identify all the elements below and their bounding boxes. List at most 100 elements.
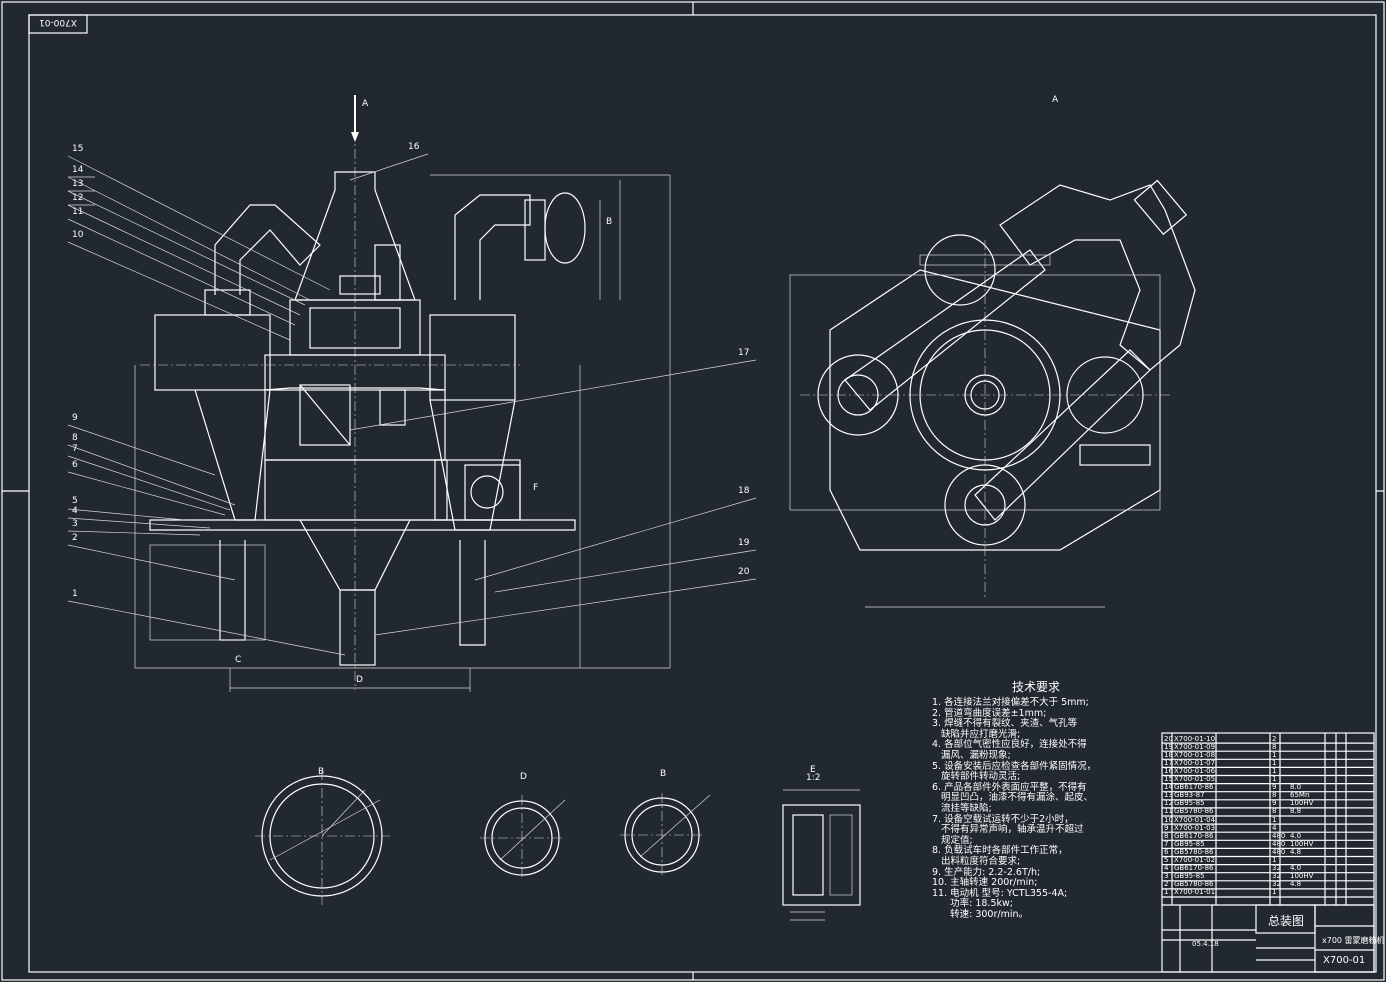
parts-cell-spec: 8.8 [1290, 807, 1302, 816]
section-b2-label: B [660, 769, 666, 779]
view-arrow-a-label: A [362, 99, 369, 109]
tech-requirement-line: 流挂等缺陷; [932, 802, 992, 814]
parts-cell-qty: 1 [1272, 775, 1277, 783]
callout-6: 6 [72, 460, 78, 470]
tech-requirement-line: 转速: 300r/min。 [932, 908, 1028, 920]
parts-cell-no: 3 [1164, 872, 1169, 881]
parts-cell-no: 2 [1164, 880, 1169, 889]
tech-requirement-line: 规定值; [932, 834, 973, 846]
parts-cell-code: X700-01-08 [1174, 750, 1216, 759]
parts-cell-spec: 8.0 [1290, 783, 1302, 792]
callout-2: 2 [72, 533, 78, 543]
parts-cell-no: 20 [1164, 734, 1173, 743]
parts-cell-code: X700-01-02 [1174, 856, 1216, 864]
parts-cell-no: 12 [1164, 799, 1173, 808]
parts-cell-spec: 100HV [1290, 839, 1314, 848]
parts-cell-code: X700-01-01 [1174, 888, 1216, 897]
tech-requirement-line: 6. 产品各部件外表面应平整，不得有 [932, 781, 1087, 793]
callout-12: 12 [72, 193, 84, 203]
parts-cell-no: 13 [1164, 791, 1173, 800]
parts-cell-no: 11 [1164, 807, 1173, 816]
parts-cell-no: 5 [1164, 856, 1169, 864]
parts-cell-code: GB5780-86 [1174, 807, 1214, 816]
parts-cell-no: 9 [1164, 823, 1169, 832]
tech-requirement-line: 出料粒度符合要求; [932, 855, 1021, 867]
callout-10: 10 [72, 230, 84, 240]
view-arrow-d-label: D [356, 675, 363, 685]
parts-cell-code: X700-01-07 [1174, 758, 1216, 767]
parts-cell-qty: 8 [1272, 742, 1277, 751]
parts-cell-qty: 2 [1272, 734, 1277, 743]
callout-18: 18 [738, 486, 750, 496]
tech-requirement-line: 漏风、漏粉现象; [932, 749, 1011, 761]
parts-cell-code: X700-01-03 [1174, 823, 1216, 832]
tech-requirement-line: 1. 各连接法兰对接偏差不大于 5mm; [932, 697, 1089, 708]
parts-cell-code: X700-01-05 [1174, 775, 1216, 783]
tech-requirement-line: 10. 主轴转速 200r/min; [932, 877, 1038, 889]
drawing-number: X700-01 [1323, 955, 1366, 966]
corner-code: X700-01 [39, 17, 77, 27]
parts-cell-qty: 9 [1272, 799, 1277, 808]
parts-cell-spec: 4.8 [1290, 847, 1302, 856]
parts-cell-qty: 4 [1272, 823, 1277, 832]
tech-requirement-line: 3. 焊缝不得有裂纹、夹渣、气孔等 [932, 718, 1078, 730]
tech-requirement-line: 5. 设备安装后应检查各部件紧固情况， [932, 760, 1097, 772]
parts-cell-no: 8 [1164, 831, 1169, 840]
callout-11: 11 [72, 207, 84, 217]
parts-cell-no: 1 [1164, 888, 1169, 897]
section-b1-label: B [318, 767, 324, 777]
section-details: B D B E 1:2 [255, 765, 861, 921]
parts-cell-no: 16 [1164, 766, 1173, 775]
section-e-label: E [810, 765, 816, 775]
tech-requirements-title: 技术要求 [1012, 680, 1061, 694]
drawing-title: 总装图 [1268, 914, 1305, 928]
parts-cell-spec: 100HV [1290, 872, 1314, 881]
tech-requirement-line: 11. 电动机 型号: YCTL355-4A; [932, 887, 1068, 899]
view-a-label: A [1052, 95, 1059, 105]
callout-5: 5 [72, 496, 78, 506]
parts-cell-no: 15 [1164, 775, 1173, 783]
parts-cell-code: GB5780-86 [1174, 880, 1214, 889]
parts-cell-qty: 1 [1272, 766, 1277, 775]
callout-19: 19 [738, 538, 750, 548]
parts-cell-no: 18 [1164, 750, 1173, 759]
callout-3: 3 [72, 519, 78, 529]
callout-15: 15 [72, 144, 84, 154]
parts-cell-code: GB6170-86 [1174, 864, 1214, 873]
parts-cell-code: GB95-85 [1174, 799, 1205, 808]
parts-cell-code: GB5780-86 [1174, 847, 1214, 856]
parts-cell-qty: 1 [1272, 815, 1277, 824]
tech-requirement-line: 明显凹凸，油漆不得有漏涂、起皮、 [932, 792, 1094, 804]
parts-cell-qty: 8 [1272, 807, 1277, 816]
parts-cell-no: 10 [1164, 815, 1173, 824]
view-arrow-b-label: B [606, 217, 612, 227]
parts-cell-qty: 8 [1272, 791, 1277, 800]
parts-cell-spec: 4.0 [1290, 831, 1302, 840]
parts-cell-code: X700-01-09 [1174, 742, 1216, 751]
parts-cell-qty: 32 [1272, 864, 1281, 873]
parts-cell-no: 7 [1164, 839, 1169, 848]
parts-cell-code: X700-01-06 [1174, 766, 1216, 775]
parts-cell-code: GB95-85 [1174, 839, 1205, 848]
tech-requirement-line: 缺陷并应打磨光滑; [932, 728, 1021, 740]
inner-border [28, 14, 1377, 973]
plan-view-a: A [789, 95, 1196, 608]
tech-requirement-line: 8. 负载试车时各部件工作正常， [932, 845, 1068, 857]
callout-4: 4 [72, 506, 78, 516]
parts-cell-qty: 480 [1272, 831, 1286, 840]
tech-requirement-line: 2. 管道弯曲度误差±1mm; [932, 707, 1047, 719]
parts-cell-qty: 1 [1272, 888, 1277, 897]
parts-cell-qty: 1 [1272, 856, 1277, 864]
parts-cell-qty: 9 [1272, 783, 1277, 792]
parts-cell-qty: 480 [1272, 847, 1286, 856]
parts-cell-code: GB6170-86 [1174, 783, 1214, 792]
parts-cell-spec: 4.0 [1290, 864, 1302, 873]
tech-requirement-line: 旋转部件转动灵活; [932, 771, 1021, 783]
tech-requirement-line: 不得有异常声响，轴承温升不超过 [932, 824, 1084, 836]
section-d-label: D [520, 772, 527, 782]
tech-requirement-line: 4. 各部位气密性应良好，连接处不得 [932, 739, 1087, 751]
parts-cell-code: GB93-87 [1174, 791, 1205, 800]
title-block [1161, 732, 1375, 973]
parts-cell-qty: 480 [1272, 839, 1286, 848]
